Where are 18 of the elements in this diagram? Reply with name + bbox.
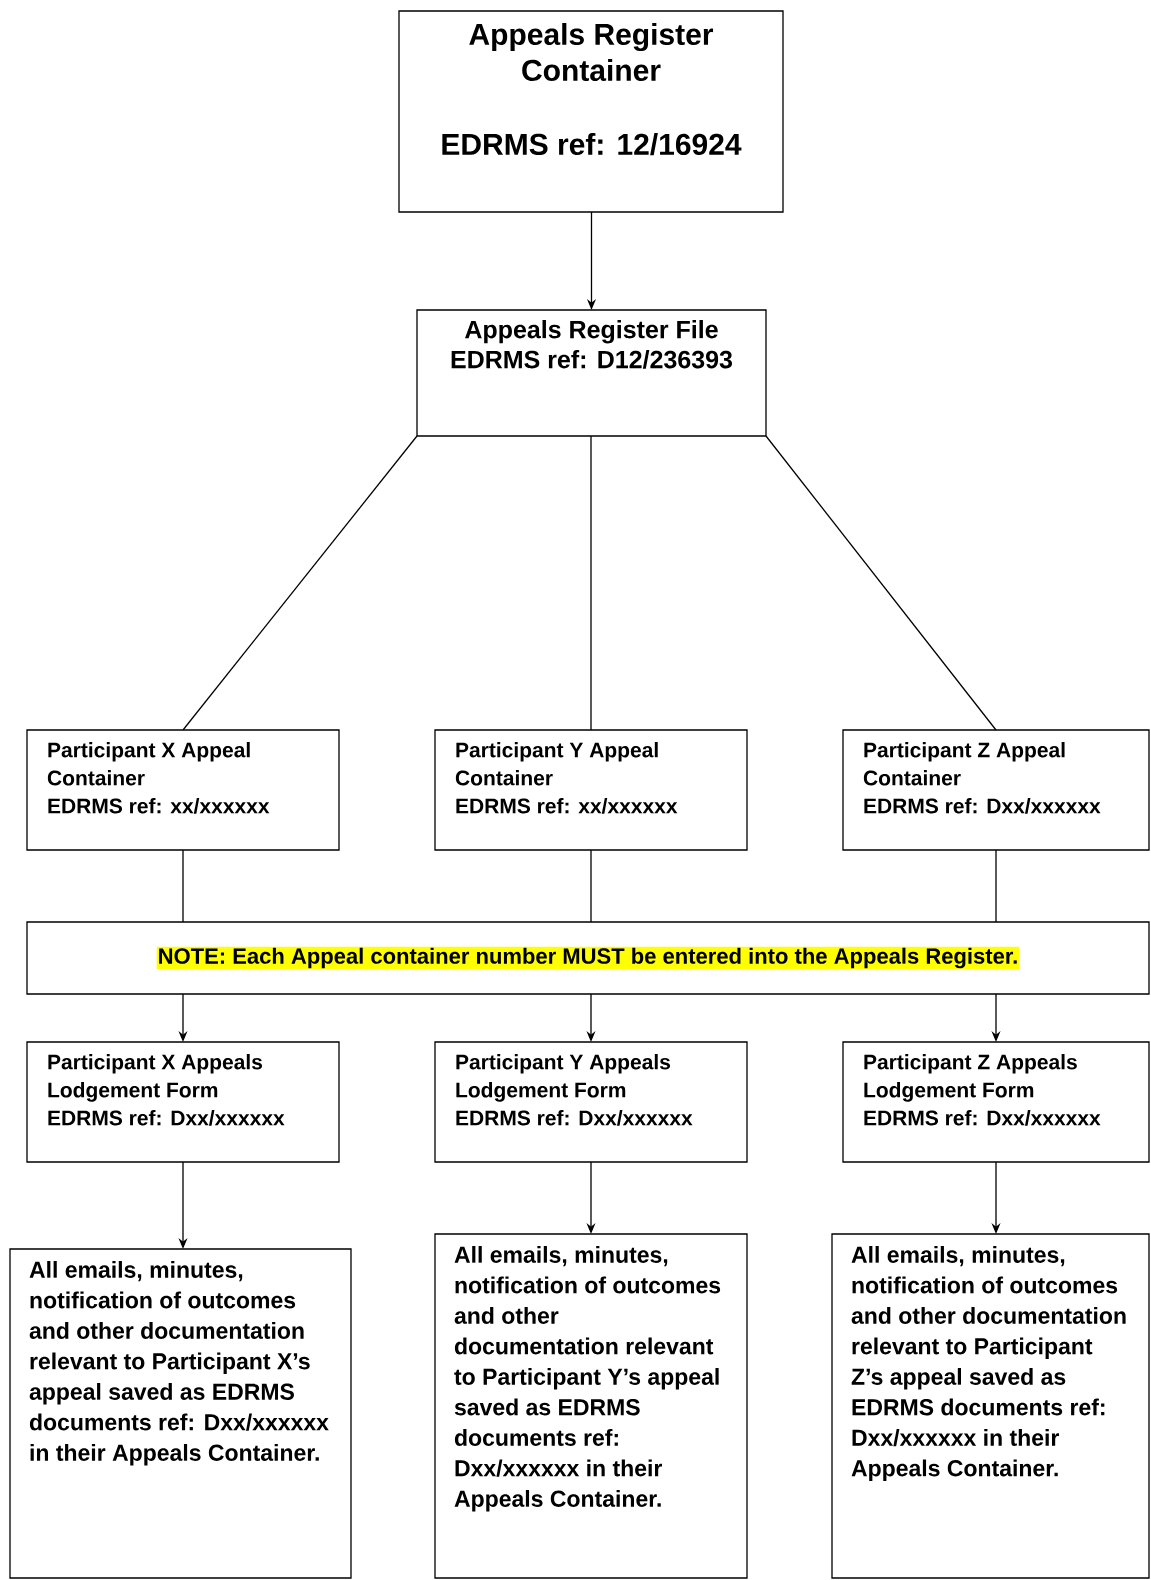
container-box: Participant Y Appeals Lodgement Form EDRMS ref: Dxx/xxxxxx bbox=[434, 1041, 748, 1163]
connector bbox=[995, 849, 997, 923]
container-box: Participant X Appeal Container EDRMS ref: xx/xxxxxx bbox=[26, 729, 340, 851]
file-box: Appeals Register File EDRMS ref: D12/236393 bbox=[416, 309, 767, 437]
container-box: Participant Z Appeals Lodgement Form EDRMS ref: Dxx/xxxxxx bbox=[842, 1041, 1150, 1163]
container-box: Participant Y Appeal Container EDRMS ref: xx/xxxxxx bbox=[434, 729, 748, 851]
text-box: All emails, minutes, notification of outcomes and other documentation relevant to Participant Y’s appeal saved as EDRMS documents ref: Dxx/xxxxxx in their Appeals Container. bbox=[434, 1233, 748, 1579]
connector bbox=[182, 435, 418, 731]
text-box: All emails, minutes, notification of outcomes and other documentation relevant to Participant X’s appeal saved as EDRMS documents ref: Dxx/xxxxxx in their Appeals Container. bbox=[9, 1248, 352, 1579]
connector bbox=[590, 435, 592, 731]
container-box: Appeals Register Container EDRMS ref: 12/16924 bbox=[398, 10, 784, 213]
note-box: NOTE: Each Appeal container number MUST be entered into the Appeals Register. bbox=[26, 921, 1150, 995]
text-box: All emails, minutes, notification of outcomes and other documentation relevant to Participant Z’s appeal saved as EDRMS documents ref: Dxx/xxxxxx in their Appeals Container. bbox=[831, 1233, 1150, 1579]
container-box: Participant X Appeals Lodgement Form EDRMS ref: Dxx/xxxxxx bbox=[26, 1041, 340, 1163]
connector bbox=[590, 849, 592, 923]
connector bbox=[765, 435, 997, 731]
container-box: Participant Z Appeal Container EDRMS ref: Dxx/xxxxxx bbox=[842, 729, 1150, 851]
connector bbox=[182, 849, 184, 923]
